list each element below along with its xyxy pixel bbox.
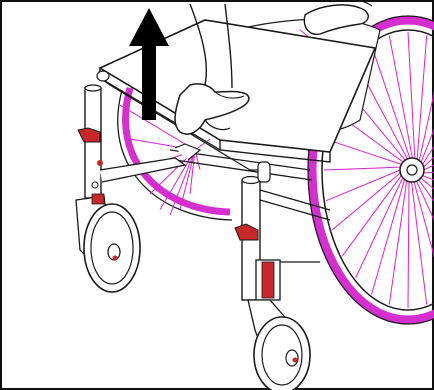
rear-hub bbox=[400, 158, 424, 182]
